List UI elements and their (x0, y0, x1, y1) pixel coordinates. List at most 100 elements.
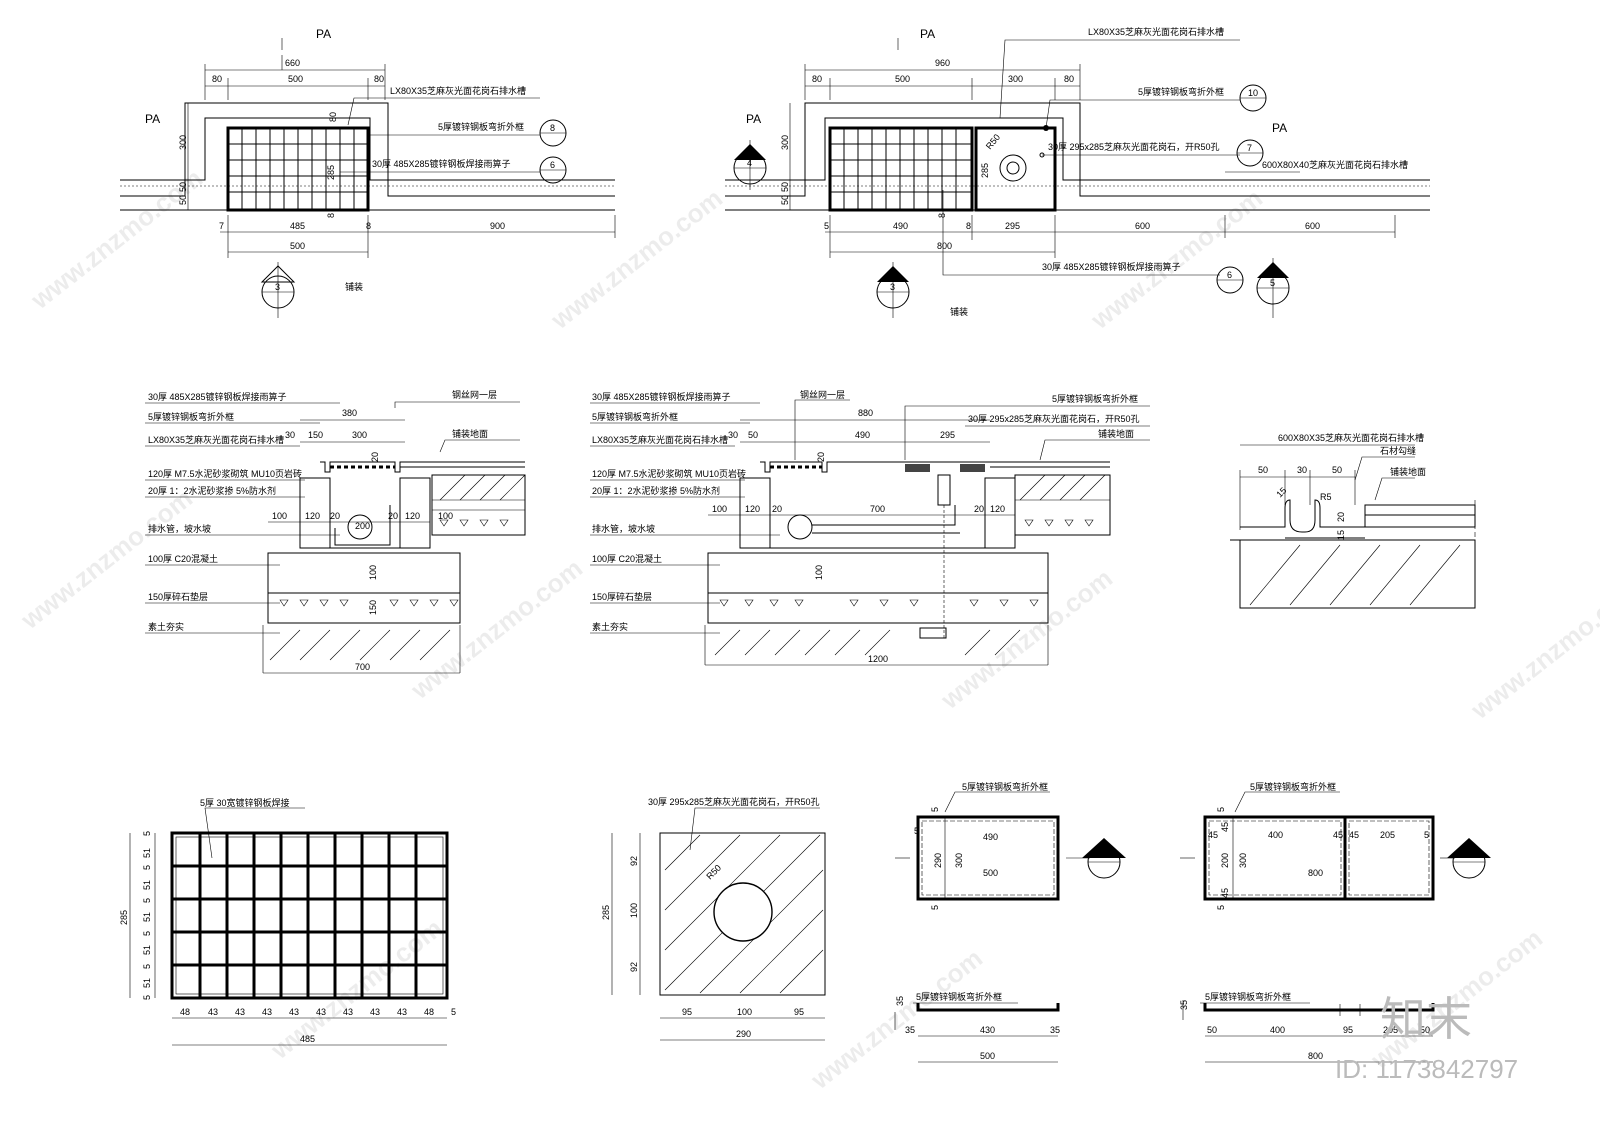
annotation-label: 石材勾缝 (1380, 445, 1416, 456)
callout-number: 8 (550, 123, 555, 133)
concrete-layer (707, 552, 1049, 594)
annotation-label: 5厚镀锌钢板弯折外框 (916, 991, 1002, 1002)
dim-label: 35 (1179, 1000, 1189, 1010)
dim-label: 490 (983, 832, 998, 842)
annotation-label: LX80X35芝麻灰光面花岗石排水槽 (148, 434, 284, 445)
watermark-layer: www.znzmo.com www.znzmo.com www.znzmo.co… (14, 163, 1600, 1096)
brand-logo-text: 知末 (1380, 992, 1472, 1046)
dim-label: 95 (1343, 1025, 1353, 1035)
dim-label: 290 (933, 853, 943, 868)
dim-label: 20 (388, 511, 398, 521)
dim-label: R5 (1320, 492, 1332, 502)
dim-label: 490 (893, 221, 908, 231)
dim-label: 5 (142, 995, 152, 1000)
annotation-label: 5厚镀锌钢板弯折外框 (148, 411, 234, 422)
brand-watermark: 知末 ID: 1173842797 (1335, 992, 1518, 1084)
dim-label: 80 (212, 74, 222, 84)
section-mark: PA (145, 112, 160, 126)
dim-label: 5 (1216, 905, 1226, 910)
dim-label: 5 (142, 964, 152, 969)
image-id-label: ID: 1173842797 (1335, 1054, 1518, 1084)
dim-label: 50 (780, 182, 790, 192)
dim-label: 700 (355, 662, 370, 672)
annotation-label: 30厚 485X285镀锌钢板焊接雨箅子 (372, 158, 511, 169)
annotation-label: 30厚 295x285芝麻灰光面花岗石，开R50孔 (1048, 141, 1220, 152)
grate-bars (228, 128, 368, 210)
annotation-label: 150厚碎石垫层 (148, 591, 208, 602)
annotation-label: 5厚镀锌钢板弯折外框 (1138, 86, 1224, 97)
callout-number: 7 (1247, 143, 1252, 153)
dim-label: 205 (1380, 830, 1395, 840)
dim-label: 43 (289, 1007, 299, 1017)
dim-label: 150 (368, 600, 378, 615)
frame-b-detail: 5厚镀锌钢板弯折外框 11 5 45 45 400 45 45 205 5 20… (1179, 781, 1491, 1063)
dim-label: 51 (142, 848, 152, 858)
dim-label: 300 (1008, 74, 1023, 84)
dim-label: 430 (980, 1025, 995, 1035)
radius-label: R50 (984, 132, 1002, 151)
dim-label: 5 (142, 931, 152, 936)
annotation-label: 5厚镀锌钢板弯折外框 (1250, 781, 1336, 792)
dim-label: 50 (748, 430, 758, 440)
dim-label: 7 (219, 221, 224, 231)
dim-label: 205 (1383, 1025, 1398, 1035)
dim-label: 80 (1064, 74, 1074, 84)
dim-label: 960 (935, 58, 950, 68)
annotation-label: 120厚 M7.5水泥砂浆砌筑 MU10页岩砖 (592, 468, 746, 479)
dim-label: 50 (1420, 1025, 1430, 1035)
annotation-label: 钢丝网一层 (452, 389, 497, 400)
annotation-label: 20厚 1：2水泥砂浆掺 5%防水剂 (148, 485, 276, 496)
dim-label: 80 (812, 74, 822, 84)
annotation-label: 素土夯实 (148, 621, 184, 632)
dim-label: 1200 (868, 654, 888, 664)
section-mark: PA (920, 27, 935, 41)
annotation-label: 150厚碎石垫层 (592, 591, 652, 602)
dim-label: 100 (368, 565, 378, 580)
callout-number: 11 (1464, 850, 1473, 860)
dim-label: 5 (142, 898, 152, 903)
annotation-label: 素土夯实 (592, 621, 628, 632)
dim-label: 285 (601, 905, 611, 920)
dim-label: 8 (937, 213, 947, 218)
dim-label: 5 (451, 1007, 456, 1017)
hatch-base (1249, 544, 1461, 606)
callout-number: 5 (1270, 278, 1275, 288)
frame-a-detail: 5厚镀锌钢板弯折外框 9 5 490 290 300 500 5 5 5厚镀锌钢… (894, 781, 1126, 1063)
annotation-label: 600X80X40芝麻灰光面花岗石排水槽 (1262, 159, 1408, 170)
gravel-layer (267, 592, 461, 624)
dim-label: 95 (682, 1007, 692, 1017)
section-a: 30厚 485X285镀锌钢板焊接雨箅子 5厚镀锌钢板弯折外框 LX80X35芝… (145, 389, 526, 674)
dim-label: 45 (1208, 830, 1218, 840)
dim-label: 50 (178, 182, 188, 192)
annotation-label: 5厚镀锌钢板弯折外框 (1052, 393, 1138, 404)
grate-plan (828, 126, 974, 212)
watermark-text: www.znzmo.com (404, 553, 588, 706)
dim-label: 5 (914, 826, 919, 836)
section-mark: PA (746, 112, 761, 126)
dim-label: 300 (780, 135, 790, 150)
dim-label: 120 (405, 511, 420, 521)
callout-number: 6 (550, 160, 555, 170)
dim-label: 485 (300, 1034, 315, 1044)
dim-label: 50 (1258, 465, 1268, 475)
annotation-label: 600X80X35芝麻灰光面花岗石排水槽 (1278, 432, 1424, 443)
dim-label: 5 (142, 865, 152, 870)
dim-label: 150 (308, 430, 323, 440)
detail-c: 600X80X35芝麻灰光面花岗石排水槽 石材勾缝 铺装地面 50 30 50 … (1230, 432, 1476, 609)
dim-label: 500 (895, 74, 910, 84)
dim-label: 15 (1336, 530, 1346, 540)
dim-label: 50 (780, 195, 790, 205)
dim-label: 800 (1308, 868, 1323, 878)
dim-label: 30 (728, 430, 738, 440)
dim-label: 20 (1336, 512, 1346, 522)
dim-label: 100 (629, 903, 639, 918)
hatch-soil (269, 629, 451, 661)
annotation-label: 5厚镀锌钢板弯折外框 (1205, 991, 1291, 1002)
dim-label: 500 (980, 1051, 995, 1061)
dim-label: 5 (142, 831, 152, 836)
drain-hole (999, 154, 1027, 182)
dim-label: 20 (816, 452, 826, 462)
annotation-label: 排水管，坡水坡 (148, 523, 211, 534)
drain-pipe (787, 514, 813, 540)
frame-plan (1203, 815, 1435, 901)
